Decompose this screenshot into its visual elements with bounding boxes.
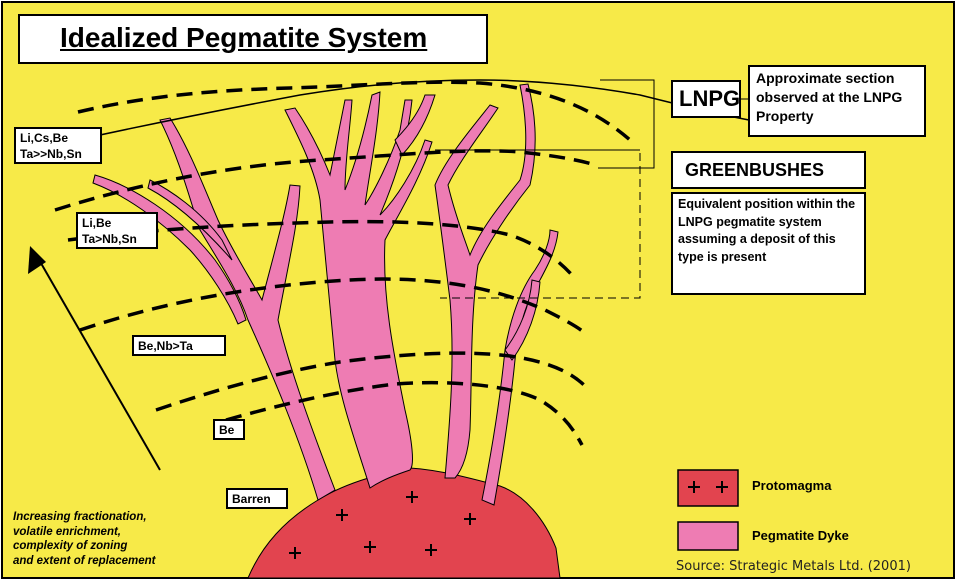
caption-line: complexity of zoning <box>13 539 213 554</box>
legend-dyke-swatch <box>678 522 738 550</box>
equivalent-position-note: Equivalent position within the LNPG pegm… <box>671 192 866 295</box>
diagram-title: Idealized Pegmatite System <box>18 14 488 64</box>
caption-line: volatile enrichment, <box>13 525 213 540</box>
greenbushes-label: GREENBUSHES <box>671 151 866 189</box>
zone-label-li-cs-be: Li,Cs,Be Ta>>Nb,Sn <box>14 127 102 164</box>
zone-label-line: Barren <box>232 491 282 507</box>
zone-label-line: Li,Cs,Be <box>20 130 96 146</box>
caption-line: and extent of replacement <box>13 554 213 569</box>
zone-label-li-be: Li,Be Ta>Nb,Sn <box>76 212 158 249</box>
zone-label-line: Be <box>219 422 239 438</box>
zone-label-line: Li,Be <box>82 215 152 231</box>
caption-line: Increasing fractionation, <box>13 510 213 525</box>
zone-label-line: Ta>>Nb,Sn <box>20 146 96 162</box>
zone-label-be-nb-ta: Be,Nb>Ta <box>132 335 226 356</box>
legend-protomagma-label: Protomagma <box>752 478 831 493</box>
zone-label-be: Be <box>213 419 245 440</box>
zone-label-line: Ta>Nb,Sn <box>82 231 152 247</box>
legend-dyke-label: Pegmatite Dyke <box>752 528 849 543</box>
zone-label-line: Be,Nb>Ta <box>138 338 220 354</box>
source-credit: Source: Strategic Metals Ltd. (2001) <box>676 559 911 574</box>
zone-label-barren: Barren <box>226 488 288 509</box>
legend-protomagma-swatch <box>678 470 738 506</box>
arrow-caption: Increasing fractionation, volatile enric… <box>13 510 213 568</box>
approx-section-note: Approximate section observed at the LNPG… <box>748 65 926 137</box>
lnpg-label: LNPG <box>671 80 741 118</box>
